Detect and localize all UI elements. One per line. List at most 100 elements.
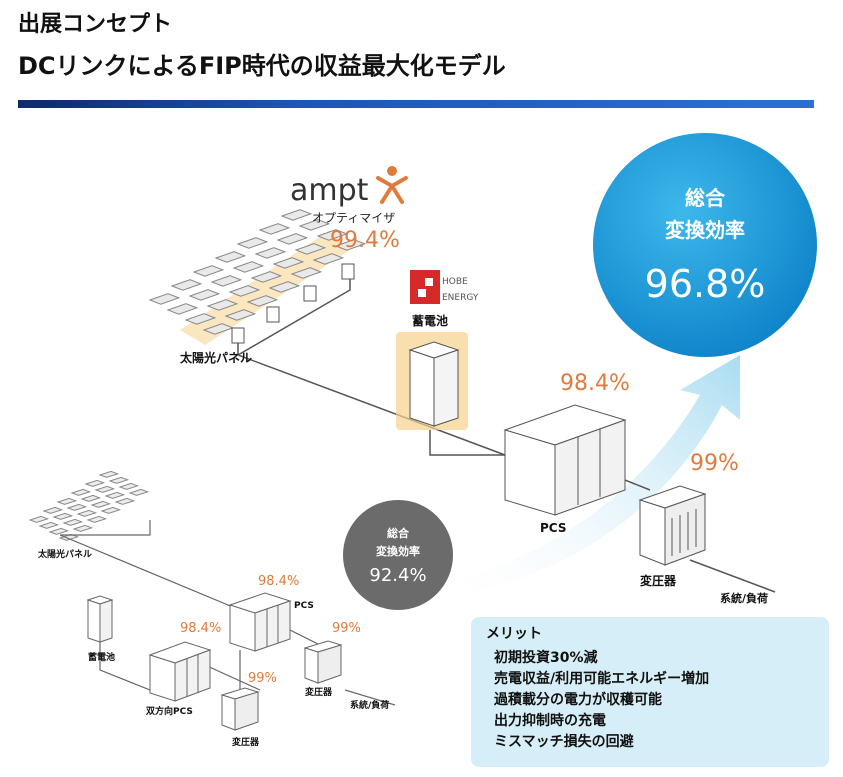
old-efficiency-bubble bbox=[343, 500, 453, 610]
bubble-main-line2: 変換効率 bbox=[665, 218, 745, 242]
header-divider bbox=[18, 100, 814, 108]
solar-panel-tile bbox=[224, 309, 257, 321]
solar-panel-tile bbox=[42, 506, 64, 514]
merit-item: 過積載分の電力が収穫可能 bbox=[494, 692, 662, 708]
solar-panel-tile bbox=[62, 518, 84, 526]
hobe-energy-logo: HOBE ENERGY bbox=[410, 270, 479, 304]
solar-panel-tile bbox=[66, 503, 88, 511]
optimizer-label: オプティマイザ bbox=[312, 211, 395, 225]
page-title-line1: 出展コンセプト bbox=[18, 12, 173, 37]
svg-text:HOBE: HOBE bbox=[442, 277, 468, 287]
solar-panel-tile bbox=[268, 281, 301, 293]
pcs-unit-top bbox=[503, 404, 627, 516]
solar-panel-tile bbox=[108, 476, 130, 484]
solar-panel-tile bbox=[272, 257, 305, 269]
solar-panel-tile bbox=[236, 237, 269, 249]
optimizer-highlight bbox=[180, 230, 350, 345]
transformer1-efficiency-old: 99% bbox=[248, 671, 277, 686]
solar-panel-tile bbox=[104, 491, 126, 499]
solar-panel-array-old bbox=[28, 470, 150, 541]
ampt-logo: ampt bbox=[290, 173, 369, 208]
pcs-label-top: PCS bbox=[540, 521, 566, 535]
page-title-line2: DCリンクによるFIP時代の収益最大化モデル bbox=[18, 52, 506, 80]
transformer1-unit-old bbox=[220, 687, 260, 731]
solar-panel-tile bbox=[250, 271, 283, 283]
solar-panel-tile bbox=[28, 515, 50, 523]
pcs-unit-old bbox=[228, 592, 292, 652]
solar-panel-tile bbox=[258, 223, 291, 235]
solar-panel-tile bbox=[84, 479, 106, 487]
merit-item: 初期投資30%減 bbox=[494, 650, 598, 666]
total-efficiency-bubble bbox=[593, 133, 817, 357]
solar-panel-tile bbox=[192, 265, 225, 277]
optimizer-boxes bbox=[231, 263, 355, 344]
solar-panel-tile bbox=[52, 512, 74, 520]
bubble-main-value: 96.8% bbox=[645, 262, 766, 306]
transformer-efficiency-top: 99% bbox=[690, 451, 739, 476]
solar-panel-tile bbox=[294, 243, 327, 255]
solar-panel-tile bbox=[214, 251, 247, 263]
solar-panel-tile bbox=[114, 497, 136, 505]
solar-panel-tile bbox=[48, 527, 70, 535]
transformer-label-top: 変圧器 bbox=[640, 573, 677, 588]
solar-panel-tile bbox=[118, 482, 140, 490]
merit-list: 初期投資30%減 売電収益/利用可能エネルギー増加 過積載分の電力が収穫可能 出… bbox=[494, 648, 709, 753]
solar-panel-tile bbox=[228, 285, 261, 297]
merit-item: 出力抑制時の充電 bbox=[494, 713, 606, 729]
solar-panel-tile bbox=[98, 470, 120, 478]
system-diagram: ampt オプティマイザ 99.4% HOBE ENERGY 蓄電池 太陽光パネ… bbox=[28, 133, 817, 748]
solar-panel-tile bbox=[56, 497, 78, 505]
solar-panel-tile bbox=[210, 275, 243, 287]
merit-item: ミスマッチ損失の回避 bbox=[494, 734, 634, 750]
solar-panel-tile bbox=[276, 233, 309, 245]
transformer-unit-top bbox=[638, 485, 707, 566]
grid-label-top: 系統/負荷 bbox=[720, 591, 768, 605]
optimizer-efficiency: 99.4% bbox=[330, 228, 400, 253]
solar-panel-tile bbox=[100, 506, 122, 514]
solar-panel-tile bbox=[298, 219, 331, 231]
bidirectional-pcs-label: 双方向PCS bbox=[146, 705, 193, 717]
battery-label-old: 蓄電池 bbox=[88, 651, 115, 663]
pcs-label-old: PCS bbox=[294, 601, 314, 611]
solar-panel-tile bbox=[312, 253, 345, 265]
solar-panel-tile bbox=[38, 521, 60, 529]
bubble-old-value: 92.4% bbox=[369, 565, 426, 586]
bidirectional-pcs-unit bbox=[148, 641, 212, 702]
battery-label: 蓄電池 bbox=[412, 313, 448, 328]
solar-panel-tile bbox=[290, 267, 323, 279]
solar-panel-tile bbox=[316, 229, 349, 241]
merit-item: 売電収益/利用可能エネルギー増加 bbox=[494, 671, 710, 687]
merit-panel bbox=[471, 617, 829, 767]
grid-label-old: 系統/負荷 bbox=[350, 699, 389, 711]
bubble-old-line1: 総合 bbox=[387, 526, 410, 540]
bidirectional-pcs-efficiency: 98.4% bbox=[180, 621, 221, 636]
solar-panel-tile bbox=[246, 295, 279, 307]
solar-panel-tile bbox=[254, 247, 287, 259]
solar-panel-tile bbox=[184, 313, 217, 325]
solar-panel-tile bbox=[94, 485, 116, 493]
solar-panel-tile bbox=[80, 494, 102, 502]
pcs-efficiency-old: 98.4% bbox=[258, 574, 299, 589]
solar-panel-array bbox=[148, 209, 367, 335]
solar-panel-tile bbox=[170, 279, 203, 291]
battery-unit-old bbox=[86, 595, 114, 643]
transformer2-unit-old bbox=[303, 640, 343, 684]
solar-panel-tile bbox=[70, 488, 92, 496]
solar-panel-tile bbox=[334, 239, 367, 251]
solar-panel-tile bbox=[128, 488, 150, 496]
solar-panel-tile bbox=[148, 293, 181, 305]
ampt-person-icon bbox=[376, 166, 408, 204]
efficiency-arrow bbox=[420, 355, 740, 600]
bubble-old-line2: 変換効率 bbox=[376, 544, 420, 558]
solar-panel-tile bbox=[188, 289, 221, 301]
transformer2-efficiency-old: 99% bbox=[332, 621, 361, 636]
panel-label-top: 太陽光パネル bbox=[180, 350, 252, 365]
merit-title: メリット bbox=[486, 626, 542, 642]
panel-label-old: 太陽光パネル bbox=[37, 548, 92, 560]
solar-panel-tile bbox=[72, 524, 94, 532]
transformer1-label-old: 変圧器 bbox=[232, 736, 260, 748]
solar-panel-tile bbox=[76, 509, 98, 517]
solar-panel-tile bbox=[166, 303, 199, 315]
svg-text:ENERGY: ENERGY bbox=[442, 293, 479, 303]
solar-panel-tile bbox=[232, 261, 265, 273]
